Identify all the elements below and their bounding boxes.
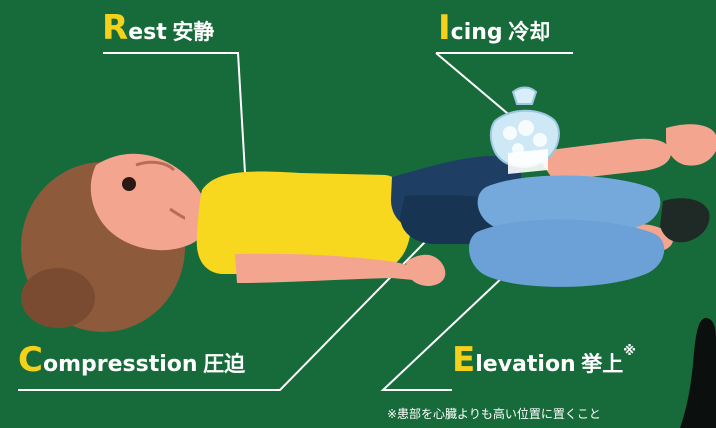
- elevation-word: levation: [475, 352, 576, 377]
- icing-word: cing: [450, 20, 503, 45]
- icing-jp: 冷却: [508, 20, 551, 44]
- elevation-jp: 挙上: [581, 352, 624, 376]
- elevation-leader-line: [380, 242, 540, 391]
- lower-pillow: [468, 219, 665, 287]
- compression-initial: C: [18, 340, 43, 380]
- rest-word: est: [128, 20, 167, 45]
- foot-top: [666, 124, 716, 166]
- elevation-initial: E: [452, 340, 476, 380]
- rest-jp: 安静: [172, 20, 215, 44]
- elevation-note-mark: ※: [623, 344, 636, 359]
- footnote: ※患部を心臓よりも高い位置に置くこと: [387, 407, 601, 421]
- icing-leader-line: [435, 52, 521, 125]
- hand: [406, 254, 446, 286]
- elevation-label: Elevation 挙上※: [452, 340, 636, 380]
- compression-wrap: [508, 149, 548, 174]
- face: [90, 153, 209, 251]
- rest-initial: R: [102, 8, 129, 48]
- icing-initial: I: [438, 8, 451, 48]
- compression-label: Compresstion 圧迫: [18, 340, 245, 380]
- upper-lower-leg: [534, 138, 672, 181]
- foot-bottom: [660, 198, 710, 243]
- shirt: [196, 171, 412, 274]
- eye: [122, 177, 136, 191]
- arm: [235, 253, 432, 283]
- icing-label: Icing 冷却: [438, 8, 550, 48]
- rest-label: Rest 安静: [102, 8, 214, 48]
- corner-shadow: [680, 318, 716, 428]
- rest-leader-line: [103, 52, 247, 191]
- eyebrow: [135, 160, 176, 172]
- compression-jp: 圧迫: [203, 352, 246, 376]
- compression-word: ompresstion: [42, 352, 198, 377]
